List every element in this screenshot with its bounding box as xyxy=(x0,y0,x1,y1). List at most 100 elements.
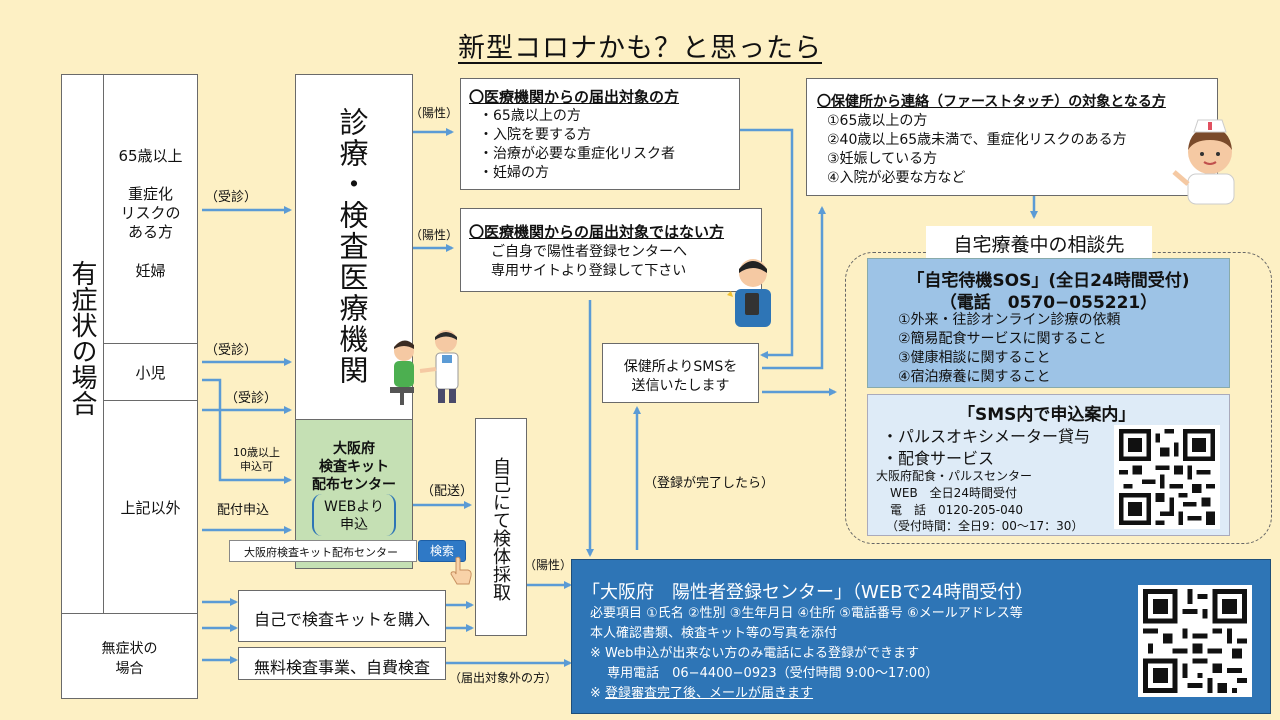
risk-line-1: 重症化 xyxy=(127,185,173,203)
child-label: 小児 xyxy=(135,364,166,382)
doctor-patient-illustration xyxy=(390,330,459,405)
sms-guide-hours: （受付時間：全日9：00～17：30） xyxy=(886,519,1084,533)
first-touch-item: ③妊娠している方 xyxy=(827,151,938,167)
sms-line-1: 保健所よりSMSを xyxy=(623,359,738,375)
first-touch-item: ①65歳以上の方 xyxy=(827,113,928,129)
consult-title: 自宅療養中の相談先 xyxy=(953,234,1125,256)
kit-search-field[interactable]: 大阪府検査キット配布センター xyxy=(229,540,417,562)
visit-label-3: （受診） xyxy=(225,391,278,406)
report-target-item: ・入院を要する方 xyxy=(479,127,591,143)
symptomatic-label: 有症状の場合 xyxy=(67,260,97,416)
registration-note-text: 登録審査完了後、メールが届きます xyxy=(605,686,814,701)
first-touch-item: ④入院が必要な方など xyxy=(827,170,966,186)
others-label: 上記以外 xyxy=(120,499,181,517)
clinic-box: 診療・検査医療機関 xyxy=(295,74,459,420)
age10-line-2: 申込可 xyxy=(240,460,273,473)
free-test-label: 無料検査事業、自費検査 xyxy=(253,658,430,677)
sms-box: 保健所よりSMSを 送信いたします xyxy=(602,343,759,403)
self-test-label: 自己にて検体採取 xyxy=(490,457,511,601)
first-touch-box: 〇保健所から連絡（ファーストタッチ）の対象となる方 ①65歳以上の方 ②40歳以… xyxy=(806,78,1218,196)
report-target-list: ・65歳以上の方 ・入院を要する方 ・治療が必要な重症化リスク者 ・妊婦の方 xyxy=(479,107,675,183)
registration-note-prefix: ※ xyxy=(590,686,606,701)
sos-item: ②簡易配食サービスに関すること xyxy=(898,331,1107,347)
sms-guide-qr-code[interactable] xyxy=(1114,425,1220,529)
visit-label-1: （受診） xyxy=(205,190,258,205)
sos-item: ③健康相談に関すること xyxy=(898,350,1051,366)
sms-guide-item-1: ・パルスオキシメーター貸与 xyxy=(882,427,1091,446)
symptomatic-column: 有症状の場合 xyxy=(61,74,104,614)
age65-label: 65歳以上 xyxy=(118,147,183,165)
sos-item: ①外来・往診オンライン診療の依頼 xyxy=(898,312,1121,328)
category-asymptomatic: 無症状の 場合 xyxy=(61,613,198,699)
report-target-item: ・65歳以上の方 xyxy=(479,108,581,124)
sms-guide-center: 大阪府配食・パルスセンター xyxy=(876,469,1033,483)
sms-line-2: 送信いたします xyxy=(631,378,730,394)
kit-center-line-1: 大阪府 xyxy=(333,441,375,457)
positive-label-1: （陽性） xyxy=(410,106,459,120)
non-report-heading: 〇医療機関からの届出対象ではない方 xyxy=(469,223,725,241)
registration-title: 「大阪府 陽性者登録センター」（WEBで24時間受付） xyxy=(582,582,1034,603)
apply-label: 配付申込 xyxy=(217,503,270,518)
risk-line-3: ある方 xyxy=(127,223,173,241)
sos-item: ④宿泊療養に関すること xyxy=(898,369,1051,385)
first-touch-heading: 〇保健所から連絡（ファーストタッチ）の対象となる方 xyxy=(817,94,1166,110)
web-apply-line-1: WEBより xyxy=(323,499,384,515)
report-target-heading: 〇医療機関からの届出対象の方 xyxy=(469,88,680,106)
self-test-box: 自己にて検体採取 xyxy=(475,418,527,636)
report-target-item: ・妊婦の方 xyxy=(479,165,549,181)
consult-title-box: 自宅療養中の相談先 xyxy=(926,226,1152,258)
sms-guide-title: 「SMS内で申込案内」 xyxy=(958,405,1136,425)
asymptomatic-line-2: 場合 xyxy=(115,661,144,677)
kit-search-text: 大阪府検査キット配布センター xyxy=(244,546,398,559)
free-test-box: 無料検査事業、自費検査 xyxy=(238,647,446,680)
sos-phone: （電話 0570−055221） xyxy=(939,293,1158,313)
non-report-box: 〇医療機関からの届出対象ではない方 ご自身で陽性者登録センターへ 専用サイトより… xyxy=(460,208,771,327)
non-report-item: 専用サイトより登録して下さい xyxy=(491,263,687,279)
report-target-box: 〇医療機関からの届出対象の方 ・65歳以上の方 ・入院を要する方 ・治療が必要な… xyxy=(460,78,740,190)
sos-list: ①外来・往診オンライン診療の依頼 ②簡易配食サービスに関すること ③健康相談に関… xyxy=(898,311,1121,387)
registration-line-2: 本人確認書類、検査キット等の写真を添付 xyxy=(590,626,838,641)
registration-line-3: ※ Web申込が出来ない方のみ電話による登録ができます xyxy=(590,646,919,661)
non-report-item: ご自身で陽性者登録センターへ xyxy=(491,244,687,260)
sms-guide-box: 「SMS内で申込案内」 ・パルスオキシメーター貸与 ・配食サービス 大阪府配食・… xyxy=(867,394,1230,536)
pregnant-label: 妊婦 xyxy=(135,262,166,280)
visit-label-2: （受診） xyxy=(205,343,258,358)
nurse-illustration xyxy=(1172,119,1235,205)
sms-guide-web: WEB 全日24時間受付 xyxy=(890,486,1017,500)
age10-line-1: 10歳以上 xyxy=(233,446,280,459)
buy-kit-label: 自己で検査キットを購入 xyxy=(253,610,430,629)
report-target-item: ・治療が必要な重症化リスク者 xyxy=(479,146,675,162)
kit-center-line-3: 配布センター xyxy=(312,477,396,493)
deliver-label: （配送） xyxy=(421,484,474,499)
positive-label-3: （陽性） xyxy=(524,558,573,572)
web-apply-line-2: 申込 xyxy=(340,517,368,533)
first-touch-list: ①65歳以上の方 ②40歳以上65歳未満で、重症化リスクのある方 ③妊娠している… xyxy=(827,112,1127,188)
kit-center-line-2: 検査キット xyxy=(319,459,389,475)
clinic-label: 診療・検査医療機関 xyxy=(335,107,369,386)
sms-guide-phone: 電 話 0120-205-040 xyxy=(890,503,1024,517)
registration-box: 「大阪府 陽性者登録センター」（WEBで24時間受付） 必要項目 ①氏名 ②性別… xyxy=(571,559,1271,714)
registration-qr-code[interactable] xyxy=(1138,585,1252,697)
sms-guide-item-2: ・配食サービス xyxy=(882,449,995,468)
buy-kit-box: 自己で検査キットを購入 xyxy=(238,590,446,642)
risk-line-2: リスクの xyxy=(120,204,181,222)
page-title: 新型コロナかも？と思ったら xyxy=(458,33,822,64)
positive-label-2: （陽性） xyxy=(410,228,459,242)
sos-title: 「自宅待機SOS」(全日24時間受付) xyxy=(907,271,1190,291)
search-button[interactable]: 検索 xyxy=(418,540,466,562)
first-touch-item: ②40歳以上65歳未満で、重症化リスクのある方 xyxy=(827,132,1127,148)
asymptomatic-line-1: 無症状の xyxy=(101,641,158,657)
registered-label: （登録が完了したら） xyxy=(644,476,775,491)
registration-line-1: 必要項目 ①氏名 ②性別 ③生年月日 ④住所 ⑤電話番号 ⑥メールアドレス等 xyxy=(590,606,1023,621)
category-child: 小児 xyxy=(103,343,198,401)
non-target-label: （届出対象外の方） xyxy=(449,671,558,685)
phone-user-illustration xyxy=(727,259,771,327)
non-report-list: ご自身で陽性者登録センターへ 専用サイトより登録して下さい xyxy=(491,243,687,281)
category-others: 上記以外 xyxy=(103,400,198,614)
web-apply-bracket: WEBより 申込 xyxy=(312,494,396,536)
category-high-risk: 65歳以上 重症化 リスクの ある方 妊婦 xyxy=(103,74,198,344)
sos-box: 「自宅待機SOS」(全日24時間受付) （電話 0570−055221） ①外来… xyxy=(867,258,1230,388)
registration-line-4: 専用電話 06−4400−0923（受付時間 9:00～17:00） xyxy=(590,666,939,681)
registration-note: ※ 登録審査完了後、メールが届きます xyxy=(590,682,813,701)
